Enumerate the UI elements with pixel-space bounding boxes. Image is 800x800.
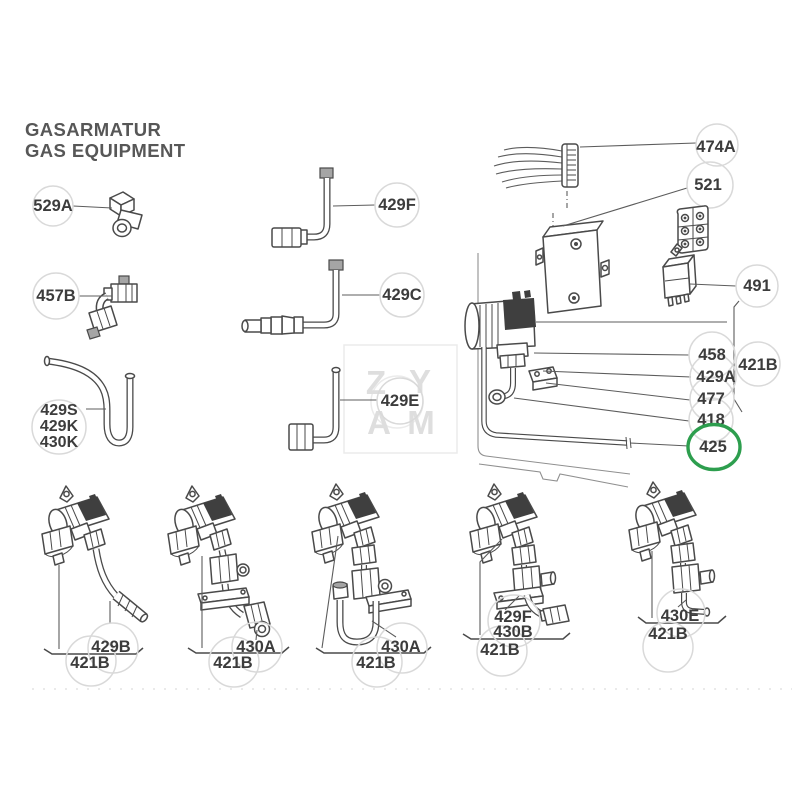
callout-491: 491 xyxy=(689,264,779,308)
assembly3-label-421b: 421B xyxy=(356,654,396,672)
control-box-521-drawing xyxy=(535,220,610,314)
part-label-429f: 429F xyxy=(378,196,416,214)
callout-457b: 457B xyxy=(32,272,112,320)
part-label-429a: 429A xyxy=(696,368,736,386)
elbow-fitting-529a-drawing xyxy=(109,191,143,238)
callout-429e: 429E xyxy=(340,377,424,425)
elbow-457b-drawing xyxy=(86,275,138,340)
valve-assembly-4-drawing: 429F 430B 421B xyxy=(462,483,571,677)
valve-assembly-2-drawing: 430A 421B xyxy=(167,485,290,688)
callout-429c: 429C xyxy=(342,272,425,318)
part-label-521: 521 xyxy=(694,176,722,194)
diagram-title: GASARMATUR GAS EQUIPMENT xyxy=(25,119,186,161)
callout-stack-right: 458 421B 429A 477 418 425 xyxy=(686,331,781,472)
callout-429s: 429S 429K 430K xyxy=(31,399,106,455)
part-label-429c: 429C xyxy=(382,286,422,304)
callout-429f-top: 429F xyxy=(332,182,420,228)
callout-474a: 474A xyxy=(579,123,739,167)
part-label-430k: 430K xyxy=(40,434,79,451)
central-leader-lines xyxy=(513,300,743,447)
title-line-1: GASARMATUR xyxy=(25,119,161,140)
part-label-421b-right: 421B xyxy=(738,356,778,374)
valve-assembly-3-drawing: 430A 421B xyxy=(311,483,432,688)
mounting-panel-drawing xyxy=(477,253,631,488)
part-label-429e: 429E xyxy=(381,392,420,410)
part-label-458: 458 xyxy=(698,346,726,364)
relay-491-drawing xyxy=(662,243,697,307)
assembly5-label-430e: 430E xyxy=(661,607,700,625)
valve-assembly-5-drawing: 430E 421B xyxy=(628,481,727,673)
part-label-474a: 474A xyxy=(696,138,736,156)
pipe-429c-drawing xyxy=(241,259,344,335)
assembly3-label-430a: 430A xyxy=(381,638,421,656)
assembly1-label-421b: 421B xyxy=(70,654,110,672)
watermark-letter: Z xyxy=(366,364,386,401)
title-line-2: GAS EQUIPMENT xyxy=(25,140,186,161)
hose-429s-drawing xyxy=(43,355,136,447)
assembly2-label-421b: 421B xyxy=(213,654,253,672)
pipe-429f-drawing xyxy=(271,167,334,248)
watermark: Z Y A M xyxy=(343,344,458,454)
pipe-429e-drawing xyxy=(288,366,341,451)
part-label-429k: 429K xyxy=(40,418,79,435)
assembly2-label-430a: 430A xyxy=(236,638,276,656)
valve-assembly-1-drawing: 429B 421B xyxy=(41,485,149,687)
part-label-477: 477 xyxy=(697,390,725,408)
assembly4-label-429f: 429F xyxy=(494,608,532,626)
assembly4-label-421b: 421B xyxy=(480,641,520,659)
callout-529a: 529A xyxy=(32,185,113,227)
part-label-457b: 457B xyxy=(36,287,76,305)
highlight-circle-425 xyxy=(686,422,742,472)
watermark-letter: Y xyxy=(409,363,431,400)
part-label-491: 491 xyxy=(743,277,771,295)
assembly4-label-430b: 430B xyxy=(493,623,533,641)
callout-521: 521 xyxy=(562,161,734,227)
part-label-429s: 429S xyxy=(40,402,78,419)
harness-474a-drawing xyxy=(493,143,579,228)
part-label-425: 425 xyxy=(699,438,727,456)
assembly1-label-429b: 429B xyxy=(91,638,131,656)
part-label-529a: 529A xyxy=(33,197,73,215)
terminal-block-drawing xyxy=(676,205,709,254)
watermark-letter: A xyxy=(367,404,391,441)
solenoid-valve-drawing xyxy=(464,290,558,405)
assembly5-label-421b: 421B xyxy=(648,625,688,643)
